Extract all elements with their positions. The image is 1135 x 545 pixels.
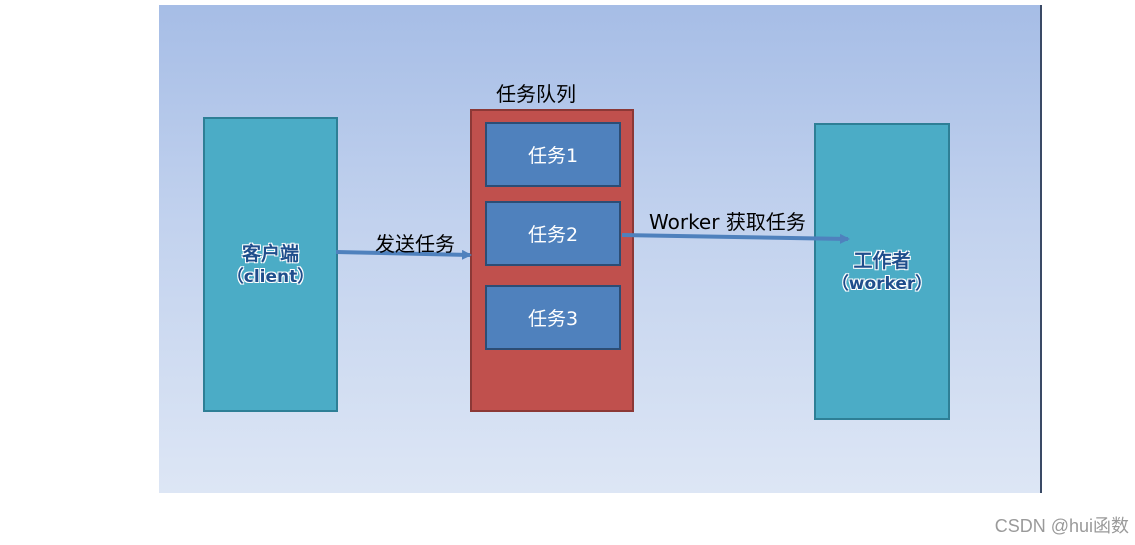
worker-title: 工作者 [853, 249, 911, 272]
client-title: 客户端 [241, 242, 299, 265]
fetch-arrow [621, 233, 850, 244]
client-box: 客户端 （client） [203, 117, 338, 412]
send-label: 发送任务 [375, 232, 455, 256]
client-subtitle: （client） [226, 266, 315, 287]
fetch-label: Worker 获取任务 [649, 210, 806, 234]
queue-title: 任务队列 [496, 82, 576, 106]
worker-box: 工作者 （worker） [814, 123, 950, 420]
watermark: CSDN @hui函数 [994, 516, 1129, 536]
task-item-2: 任务2 [485, 201, 621, 266]
send-arrow [335, 249, 472, 260]
task-item-1: 任务1 [485, 122, 621, 187]
canvas-right-border [1040, 5, 1042, 493]
task-item-3: 任务3 [485, 285, 621, 350]
worker-subtitle: （worker） [831, 273, 933, 294]
